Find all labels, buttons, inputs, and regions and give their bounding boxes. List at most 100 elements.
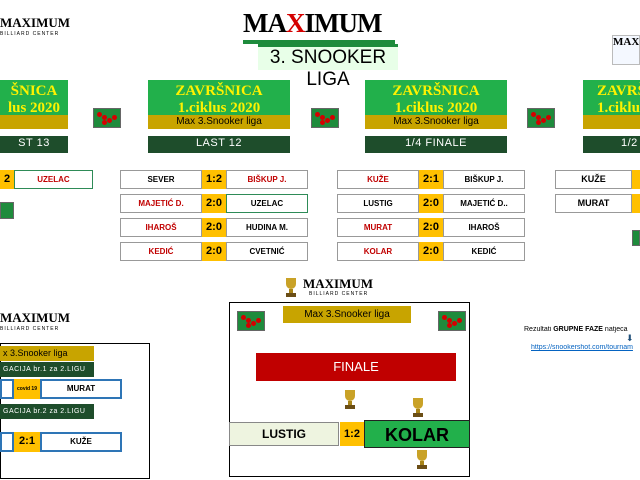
- score-semi: [632, 194, 640, 213]
- column-cycle: lus 2020: [7, 100, 61, 116]
- tournament-link[interactable]: https://snookershot.com/tournam: [531, 344, 633, 351]
- finale-label: FINALE: [256, 353, 456, 381]
- info-post: natjeca: [602, 326, 628, 333]
- round-bar-left: ST 13: [0, 136, 68, 153]
- final-league: Max 3.Snooker liga: [283, 306, 411, 323]
- relegation-player-kuze: KUŽE: [40, 432, 122, 452]
- small-logo-sub: BILLIARD CENTER: [0, 31, 60, 37]
- player-uzelac: UZELAC: [14, 170, 93, 189]
- column-cycle: 1.ciklus 2020: [177, 100, 261, 116]
- trophy-icon: [417, 450, 427, 469]
- relegation-player-left: [0, 379, 14, 399]
- balls-icon: [632, 230, 640, 246]
- final-panel: [229, 302, 470, 477]
- match-score: 2:0: [419, 242, 443, 261]
- match-player-1: MAJETIĆ D.: [120, 194, 202, 213]
- league-bar-left: [0, 115, 68, 129]
- column-cycle: 1.ciklus 2020: [394, 100, 478, 116]
- match-player-1: KEDIĆ: [120, 242, 202, 261]
- info-pre: Rezultati: [524, 326, 554, 333]
- match-player-2: BIŠKUP J.: [443, 170, 525, 189]
- league-bar-quarter: Max 3.Snooker liga: [365, 115, 507, 129]
- match-player-1: IHAROŠ: [120, 218, 202, 237]
- down-arrow-icon: ⬇: [626, 333, 634, 343]
- relegation-player-left-2: [0, 432, 14, 452]
- round-bar-quarter: 1/4 FINALE: [365, 136, 507, 153]
- match-player-1: SEVER: [120, 170, 202, 189]
- logo-post: IMUM: [304, 8, 382, 38]
- relegation-score: 2:1: [14, 432, 40, 452]
- info-bold: GRUPNE FAZE: [553, 326, 603, 333]
- match-player-2: IHAROŠ: [443, 218, 525, 237]
- small-logo-text: MAXIMUM: [613, 36, 640, 48]
- column-header-last12: ZAVRŠNICA 1.ciklus 2020: [148, 80, 290, 116]
- column-title: ZAVRŠ: [597, 83, 640, 99]
- relegation-bar-2: GACIJA br.2 za 2.LIGU: [0, 404, 94, 419]
- match-player-1: KOLAR: [337, 242, 419, 261]
- final-player-kolar: KOLAR: [364, 420, 470, 448]
- match-player-1: LUSTIG: [337, 194, 419, 213]
- balls-icon: [237, 311, 265, 331]
- relegation-covid: covid 19: [14, 379, 40, 399]
- column-title: ZAVRŠNICA: [392, 83, 480, 99]
- small-logo-right: MAXIMUM: [612, 35, 640, 65]
- column-header-quarter: ZAVRŠNICA 1.ciklus 2020: [365, 80, 507, 116]
- player-name: UZELAC: [37, 175, 70, 184]
- final-score: 1:2: [340, 422, 364, 446]
- match-player-2: MAJETIĆ D..: [443, 194, 525, 213]
- trophy-icon: [286, 278, 296, 297]
- column-header-left: ŠNICA lus 2020: [0, 80, 68, 116]
- group-results-text: Rezultati GRUPNE FAZE natjeca: [524, 326, 640, 338]
- column-title: ŠNICA: [10, 83, 58, 99]
- score-semi: [632, 170, 640, 189]
- match-score: 2:0: [202, 218, 226, 237]
- small-logo-text: MAXIMUM: [0, 15, 71, 30]
- trophy-icon: [345, 390, 355, 409]
- balls-icon: [311, 108, 339, 128]
- balls-icon: [93, 108, 121, 128]
- small-logo-text: MAXIMUM: [0, 310, 71, 325]
- relegation-player-murat: MURAT: [40, 379, 122, 399]
- trophy-icon: [413, 398, 423, 417]
- balls-icon: [527, 108, 555, 128]
- league-title: 3. SNOOKER LIGA: [258, 44, 398, 90]
- match-score: 2:1: [419, 170, 443, 189]
- match-score: 1:2: [202, 170, 226, 189]
- logo-x: X: [285, 8, 305, 38]
- small-logo-left: MAXIMUM BILLIARD CENTER: [0, 15, 71, 47]
- main-logo: MAXIMUM: [243, 8, 398, 42]
- final-player-lustig: LUSTIG: [229, 422, 339, 446]
- logo-text: MAXIMUM: [243, 8, 382, 38]
- relegation-league: x 3.Snooker liga: [0, 346, 94, 361]
- match-player-2: KEDIĆ: [443, 242, 525, 261]
- final-logo: MAXIMUM BILLIARD CENTER: [283, 276, 383, 302]
- logo-pre: MA: [243, 8, 287, 38]
- relegation-bar-1: GACIJA br.1 za 2.LIGU: [0, 362, 94, 377]
- league-bar-right: [583, 115, 640, 129]
- match-player-2: HUDINA M.: [226, 218, 308, 237]
- small-logo-text: MAXIMUM: [303, 276, 374, 291]
- match-player-2: CVETNIĆ: [226, 242, 308, 261]
- logo-underline: [243, 40, 395, 44]
- round-bar-last12: LAST 12: [148, 136, 290, 153]
- column-header-right: ZAVRŠ 1.ciklus: [583, 80, 640, 116]
- small-logo-sub: BILLIARD CENTER: [309, 291, 369, 297]
- match-player-2: BIŠKUP J.: [226, 170, 308, 189]
- column-cycle: 1.ciklus: [597, 100, 640, 116]
- player-kuze-semi: KUŽE: [555, 170, 632, 189]
- column-title: ZAVRŠNICA: [175, 83, 263, 99]
- match-score: 2:0: [202, 242, 226, 261]
- match-player-1: KUŽE: [337, 170, 419, 189]
- small-logo-sub: BILLIARD CENTER: [0, 326, 60, 332]
- match-player-2: UZELAC: [226, 194, 308, 213]
- match-score: 2:0: [419, 194, 443, 213]
- balls-icon: [0, 202, 14, 219]
- round-bar-right: 1/2: [583, 136, 640, 153]
- relegation-logo: MAXIMUM BILLIARD CENTER: [0, 310, 70, 334]
- league-bar-last12: Max 3.Snooker liga: [148, 115, 290, 129]
- match-score: 2:0: [202, 194, 226, 213]
- match-player-1: MURAT: [337, 218, 419, 237]
- match-score: 2:0: [419, 218, 443, 237]
- player-murat-semi: MURAT: [555, 194, 632, 213]
- balls-icon: [438, 311, 466, 331]
